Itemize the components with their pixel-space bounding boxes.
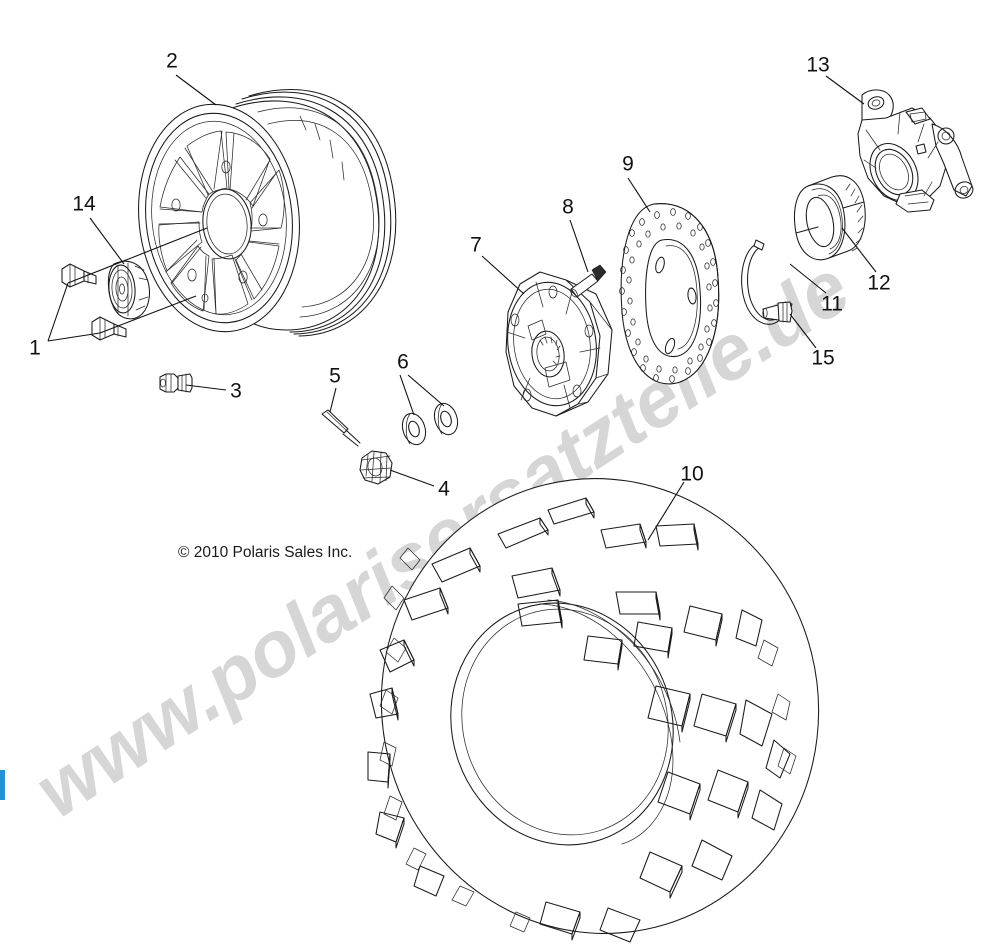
- callout-5: 5: [329, 365, 341, 388]
- callout-1: 1: [29, 337, 41, 360]
- callout-14: 14: [72, 193, 96, 216]
- part-lug-nut-lower: [91, 316, 127, 341]
- callout-labels: 1 2 3 4 5 6 7 8 9 10 11 12 13 14 15: [29, 50, 891, 501]
- callout-8: 8: [562, 196, 574, 219]
- callout-2: 2: [166, 50, 178, 73]
- callout-13: 13: [806, 54, 829, 77]
- part-valve-stem: [159, 373, 193, 393]
- leader-lines: [47, 74, 877, 541]
- callout-10: 10: [680, 463, 703, 486]
- part-hub-cap: [107, 260, 151, 320]
- page-edge-marker: [0, 770, 5, 800]
- callout-7: 7: [470, 234, 482, 257]
- part-stud-bolt: [762, 301, 793, 323]
- part-washer-left: [401, 412, 427, 446]
- part-wheel-bearing: [793, 175, 866, 261]
- part-cotter-pin: [321, 409, 361, 447]
- part-lug-nut-upper: [61, 263, 97, 288]
- part-castle-nut: [359, 450, 393, 485]
- callout-4: 4: [438, 478, 450, 501]
- copyright-notice: © 2010 Polaris Sales Inc.: [178, 544, 352, 561]
- callout-15: 15: [811, 347, 834, 370]
- callout-11: 11: [821, 293, 843, 316]
- part-tire: [367, 478, 820, 943]
- part-hub-bolt: [570, 264, 607, 298]
- part-washer-right: [433, 402, 459, 436]
- part-wheel-rim: [138, 88, 397, 337]
- part-wheel-hub: [505, 271, 613, 417]
- callout-6: 6: [397, 351, 409, 374]
- part-brake-disc: [619, 203, 720, 385]
- callout-3: 3: [230, 380, 242, 403]
- callout-12: 12: [867, 272, 890, 295]
- callout-9: 9: [622, 153, 634, 176]
- part-steering-knuckle: [857, 89, 974, 213]
